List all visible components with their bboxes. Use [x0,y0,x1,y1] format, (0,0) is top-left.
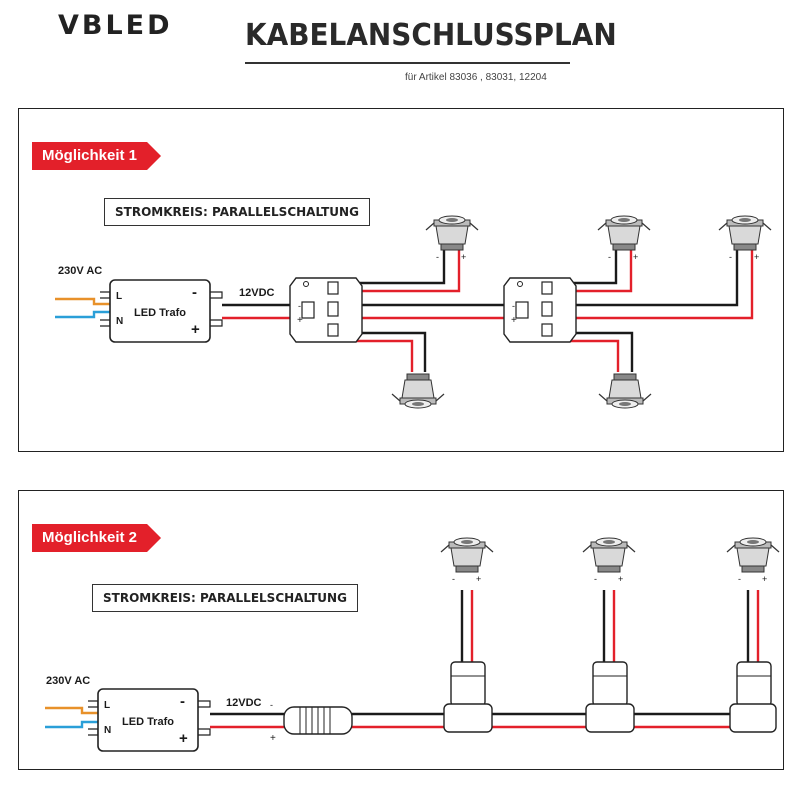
led-spotlight [726,537,780,573]
option-2-diagram: 230V AC L N LED Trafo - + 12VDC - + [45,537,780,752]
driver-plus: + [191,321,200,338]
bus-plus: + [270,733,276,744]
driver-minus: - [192,284,197,301]
spot-plus: + [762,574,767,584]
page-subtitle: für Artikel 83036 , 83031, 12204 [405,72,547,83]
junction-plus: + [297,315,303,326]
driver-label: LED Trafo [122,716,174,728]
spot-minus: - [729,252,732,262]
spot-plus: + [633,252,638,262]
option-1-circuit-label: STROMKREIS: PARALLELSCHALTUNG [104,198,370,226]
neutral-wire [55,310,112,319]
junction-plus: + [511,315,517,326]
brand-logo: VBLED [58,10,173,41]
t-connector [585,661,635,733]
bus-minus: - [270,700,273,710]
phase-wire [45,706,98,715]
spot-minus: - [608,252,611,262]
led-spotlight [582,537,636,573]
driver-minus: - [180,693,185,710]
option-2-circuit-label: STROMKREIS: PARALLELSCHALTUNG [92,584,358,612]
led-spotlight [391,373,445,409]
option-1-tag: Möglichkeit 1 [32,142,161,170]
spot-plus: + [754,252,759,262]
terminal-n: N [116,316,123,327]
inline-connector [283,706,353,735]
option-1-diagram: 230V AC L N LED Trafo - + 12VDC [55,215,772,409]
junction-minus: - [298,301,301,311]
led-spotlight [440,537,494,573]
led-spotlight [718,215,772,251]
phase-wire [55,297,112,306]
led-spotlight [425,215,479,251]
spot-plus: + [618,574,623,584]
t-connector [443,661,493,733]
title-underline [245,62,570,64]
led-spotlight [598,373,652,409]
led-spotlight [597,215,651,251]
spot-minus: - [452,574,455,584]
spot-minus: - [594,574,597,584]
input-voltage-label: 230V AC [46,675,90,687]
spot-minus: - [738,574,741,584]
output-voltage-label: 12VDC [239,287,275,299]
led-driver: L N LED Trafo - + [100,279,223,343]
terminal-l: L [104,700,110,711]
junction-minus: - [512,301,515,311]
driver-label: LED Trafo [134,307,186,319]
driver-plus: + [179,730,188,747]
neutral-wire [45,720,98,729]
led-driver: L N LED Trafo - + [88,688,211,752]
option-2-tag: Möglichkeit 2 [32,524,161,552]
spot-plus: + [461,252,466,262]
input-voltage-label: 230V AC [58,265,102,277]
terminal-n: N [104,725,111,736]
terminal-l: L [116,291,122,302]
t-connector [729,661,777,733]
output-voltage-label: 12VDC [226,697,262,709]
spot-plus: + [476,574,481,584]
spot-minus: - [436,252,439,262]
